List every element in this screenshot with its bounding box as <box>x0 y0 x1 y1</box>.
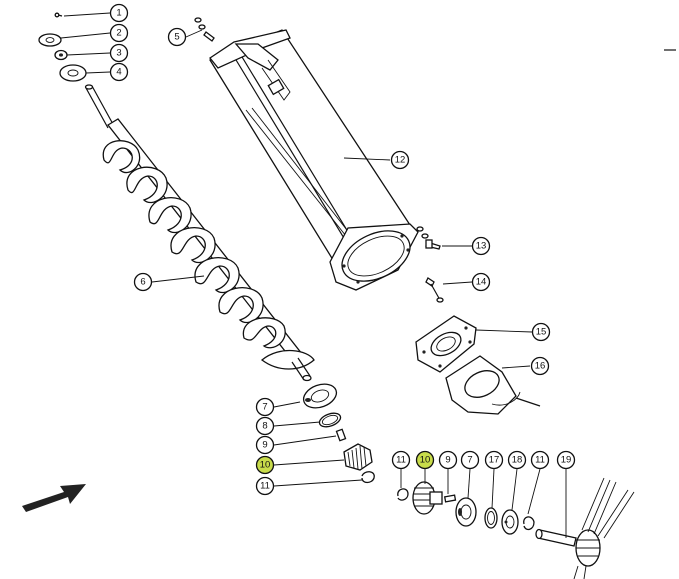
bevel-gear-10b <box>412 481 443 515</box>
callout-16: 16 <box>530 356 550 376</box>
callout-5-label: 5 <box>174 32 179 43</box>
callout-7b-label: 7 <box>467 455 472 466</box>
callout-19: 19 <box>556 450 576 470</box>
callout-11c-label: 11 <box>535 455 545 466</box>
callout-12-label: 12 <box>395 155 406 166</box>
arrow-icon <box>22 484 86 512</box>
part-pin <box>54 12 63 18</box>
callout-16-label: 16 <box>535 361 546 372</box>
callout-15-label: 15 <box>536 327 547 338</box>
bolt-group-13 <box>416 226 441 250</box>
callout-19-label: 19 <box>561 455 572 466</box>
callout-17-label: 17 <box>489 455 500 466</box>
callout-7a-label: 7 <box>262 402 267 413</box>
key-9b <box>443 494 457 503</box>
circlip-11b <box>397 488 409 501</box>
bushing-18 <box>501 509 519 535</box>
callout-11b: 11 <box>391 450 411 470</box>
callout-11c: 11 <box>530 450 550 470</box>
bearing-7b <box>455 497 477 527</box>
sprocket-chain <box>573 477 635 579</box>
callout-18: 18 <box>507 450 527 470</box>
callout-18-label: 18 <box>512 455 523 466</box>
callout-15: 15 <box>531 322 551 342</box>
callout-2: 2 <box>109 23 129 43</box>
callout-7a: 7 <box>255 397 275 417</box>
bevel-gear-10a <box>343 443 373 471</box>
auger-screw <box>84 84 315 382</box>
callout-4-label: 4 <box>116 67 121 78</box>
gear-housing-16 <box>445 355 541 415</box>
callout-1: 1 <box>109 3 129 23</box>
callout-6: 6 <box>133 272 153 292</box>
part-plate-2 <box>38 33 62 47</box>
shaft-19 <box>535 528 577 547</box>
callout-17: 17 <box>484 450 504 470</box>
callout-9a-label: 9 <box>262 440 267 451</box>
callout-3: 3 <box>109 43 129 63</box>
part-nut-3 <box>54 49 68 61</box>
callout-12: 12 <box>390 150 410 170</box>
bearing-7a <box>302 383 338 409</box>
auger-tube <box>209 29 419 291</box>
callout-13: 13 <box>471 236 491 256</box>
bearing-flange-15 <box>415 315 477 373</box>
bolt-group-5 <box>194 17 215 42</box>
ring-8 <box>318 412 342 428</box>
pin-9a <box>335 428 347 442</box>
callout-9a: 9 <box>255 435 275 455</box>
bolt-group-14 <box>425 277 444 303</box>
callout-10a-highlighted: 10 <box>255 455 275 475</box>
callout-6-label: 6 <box>140 277 145 288</box>
callout-14-label: 14 <box>476 277 487 288</box>
callout-11a: 11 <box>255 476 275 496</box>
callout-2-label: 2 <box>116 28 121 39</box>
callout-4: 4 <box>109 62 129 82</box>
callout-3-label: 3 <box>116 48 121 59</box>
callout-10b-highlighted: 10 <box>415 450 435 470</box>
callout-5: 5 <box>167 27 187 47</box>
callout-14: 14 <box>471 272 491 292</box>
leader-lines <box>60 12 567 538</box>
part-flange-4 <box>59 64 87 82</box>
circlip-11c <box>523 516 535 531</box>
callout-10a-label: 10 <box>260 460 271 471</box>
callout-8-label: 8 <box>262 421 267 432</box>
callout-8: 8 <box>255 416 275 436</box>
callout-1-label: 1 <box>116 8 121 19</box>
callout-7b: 7 <box>460 450 480 470</box>
callout-13-label: 13 <box>476 241 487 252</box>
callout-10b-label: 10 <box>420 455 431 466</box>
circlip-11a <box>361 471 375 484</box>
callout-9b-label: 9 <box>445 455 450 466</box>
callout-11a-label: 11 <box>260 481 270 492</box>
callout-11b-label: 11 <box>396 455 406 466</box>
callout-9b: 9 <box>438 450 458 470</box>
ring-17 <box>484 507 498 529</box>
